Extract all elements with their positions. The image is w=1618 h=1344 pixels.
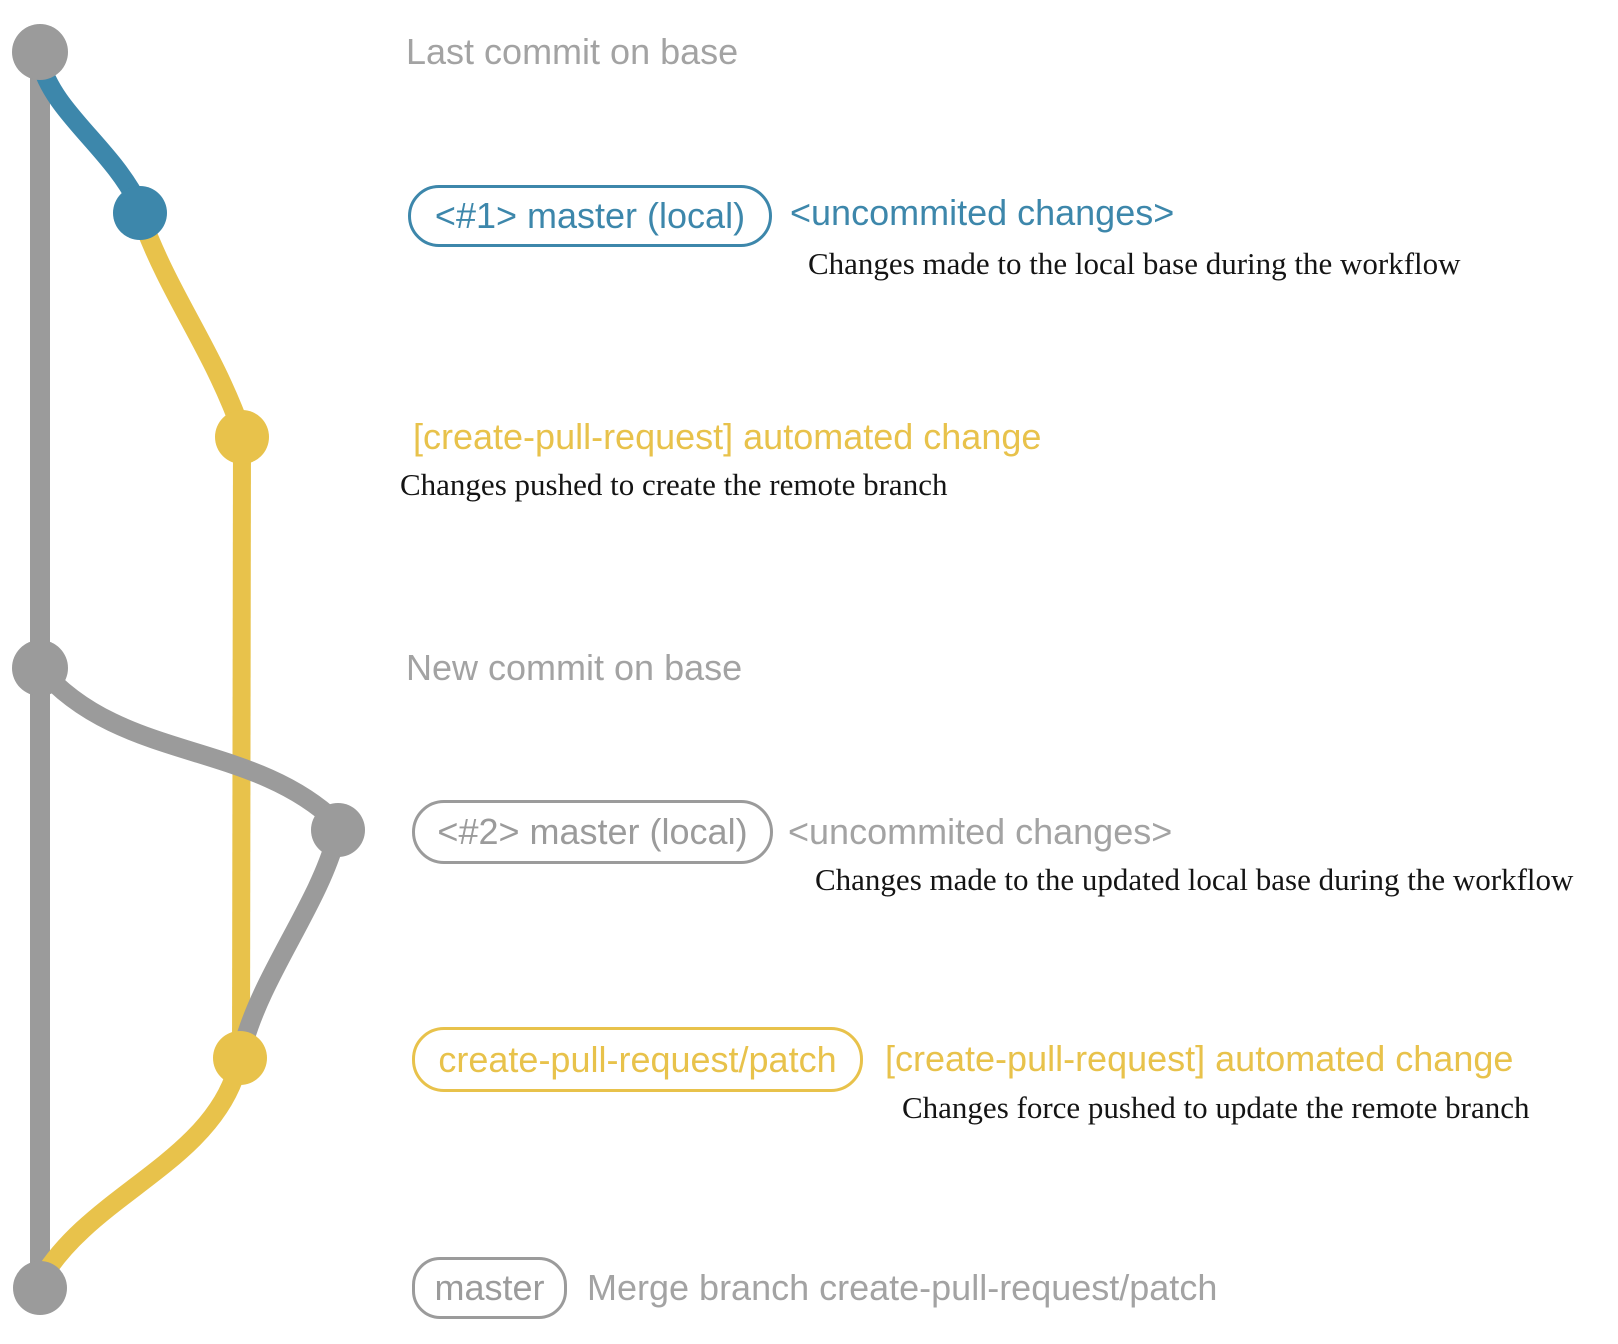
commit-node-uncommited-changes-1 — [113, 186, 167, 240]
label-new-commit-on-base: New commit on base — [406, 647, 743, 688]
annotation-automated-change-2: [create-pull-request] automated change — [885, 1038, 1514, 1079]
commit-node-merge-commit — [13, 1261, 67, 1315]
description-automated-change-2: Changes force pushed to update the remot… — [902, 1090, 1530, 1125]
merge-edge — [32, 1074, 243, 1285]
badge-master-local-2: <#2> master (local) — [412, 800, 773, 864]
badge-create-pull-request-patch-text: create-pull-request/patch — [438, 1038, 837, 1080]
base-update-edge — [32, 661, 343, 829]
badge-master-text: master — [434, 1267, 545, 1308]
label-last-commit-on-base: Last commit on base — [406, 31, 739, 72]
commit-node-automated-change-2 — [213, 1031, 267, 1085]
description-automated-change-1: Changes pushed to create the remote bran… — [400, 467, 948, 502]
annotation-uncommited-changes-2: <uncommited changes> — [788, 811, 1173, 852]
patch-branch-line — [232, 436, 251, 1059]
push-patch-edge — [133, 216, 251, 436]
commit-node-automated-change-1 — [215, 410, 269, 464]
commit-node-uncommited-changes-2 — [311, 803, 365, 857]
badge-master-local-2-text: <#2> master (local) — [437, 811, 748, 852]
label-merge-branch: Merge branch create-pull-request/patch — [587, 1267, 1218, 1308]
commit-node-new-commit-on-base — [12, 640, 68, 696]
annotation-automated-change-1: [create-pull-request] automated change — [413, 416, 1042, 457]
badge-create-pull-request-patch: create-pull-request/patch — [412, 1027, 863, 1092]
description-uncommited-changes-1: Changes made to the local base during th… — [808, 246, 1461, 281]
badge-master-local-1: <#1> master (local) — [408, 185, 772, 247]
commit-node-last-commit-on-base — [12, 24, 68, 80]
local-master-edge — [30, 57, 148, 210]
annotation-uncommited-changes-1: <uncommited changes> — [790, 192, 1175, 233]
force-push-edge — [233, 835, 346, 1049]
description-uncommited-changes-2: Changes made to the updated local base d… — [815, 862, 1574, 897]
badge-master: master — [412, 1257, 567, 1319]
badge-master-local-1-text: <#1> master (local) — [434, 195, 746, 236]
